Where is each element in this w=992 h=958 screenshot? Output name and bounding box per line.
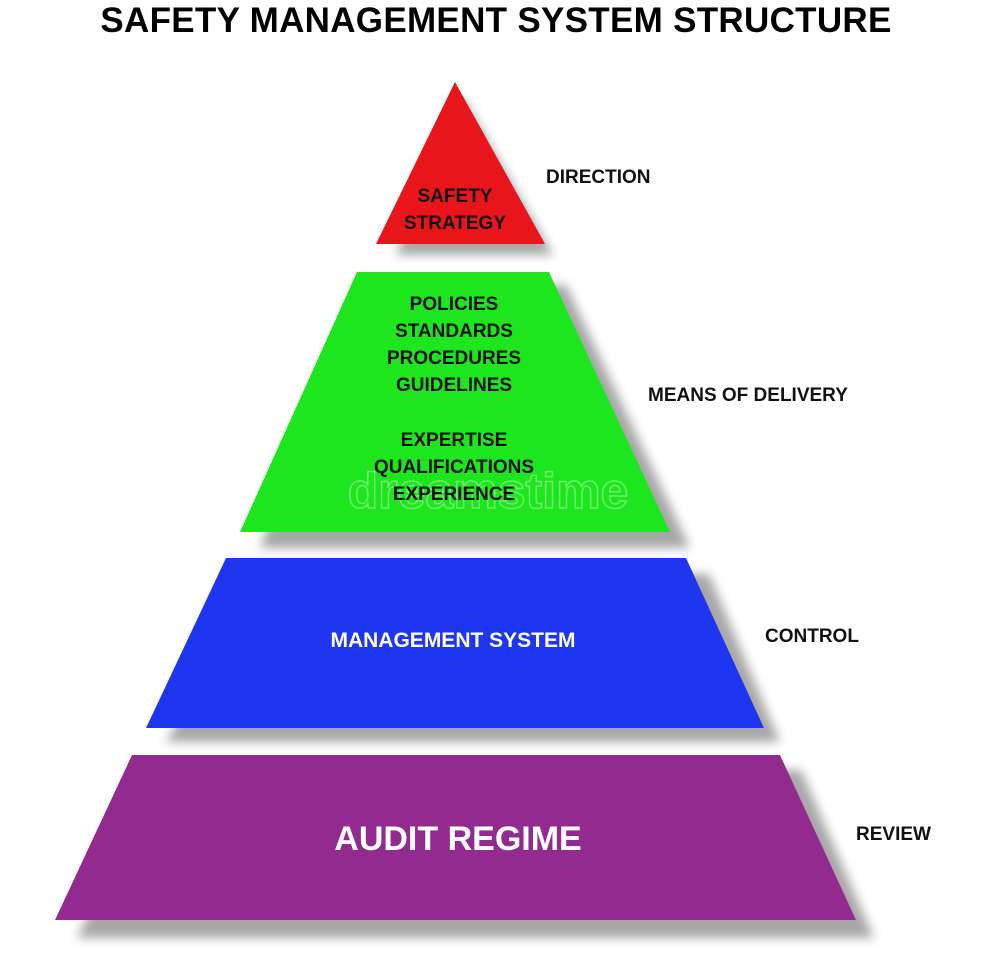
- audit-tier: [55, 755, 856, 920]
- side-label-direction: DIRECTION: [546, 167, 651, 188]
- delivery-tier: [240, 272, 670, 532]
- delivery-item-experience: EXPERIENCE: [393, 484, 515, 505]
- delivery-item-guidelines: GUIDELINES: [396, 375, 512, 396]
- side-label-review: REVIEW: [856, 824, 931, 845]
- strategy-label-line-2: STRATEGY: [404, 213, 506, 234]
- side-label-control: CONTROL: [765, 626, 859, 647]
- delivery-item-expertise: EXPERTISE: [401, 430, 508, 451]
- delivery-item-procedures: PROCEDURES: [387, 348, 521, 369]
- watermark-text: dreamstime: [348, 463, 629, 519]
- delivery-item-policies: POLICIES: [410, 294, 499, 315]
- strategy-label-line-1: SAFETY: [418, 186, 493, 207]
- strategy-tier: [376, 82, 545, 244]
- audit-label: AUDIT REGIME: [334, 820, 581, 858]
- side-label-means-of-delivery: MEANS OF DELIVERY: [648, 385, 848, 406]
- delivery-item-qualifications: QUALIFICATIONS: [374, 457, 534, 478]
- management-label: MANAGEMENT SYSTEM: [330, 629, 575, 652]
- delivery-item-standards: STANDARDS: [395, 321, 513, 342]
- diagram-title: SAFETY MANAGEMENT SYSTEM STRUCTURE: [100, 1, 892, 40]
- management-tier: [146, 558, 764, 728]
